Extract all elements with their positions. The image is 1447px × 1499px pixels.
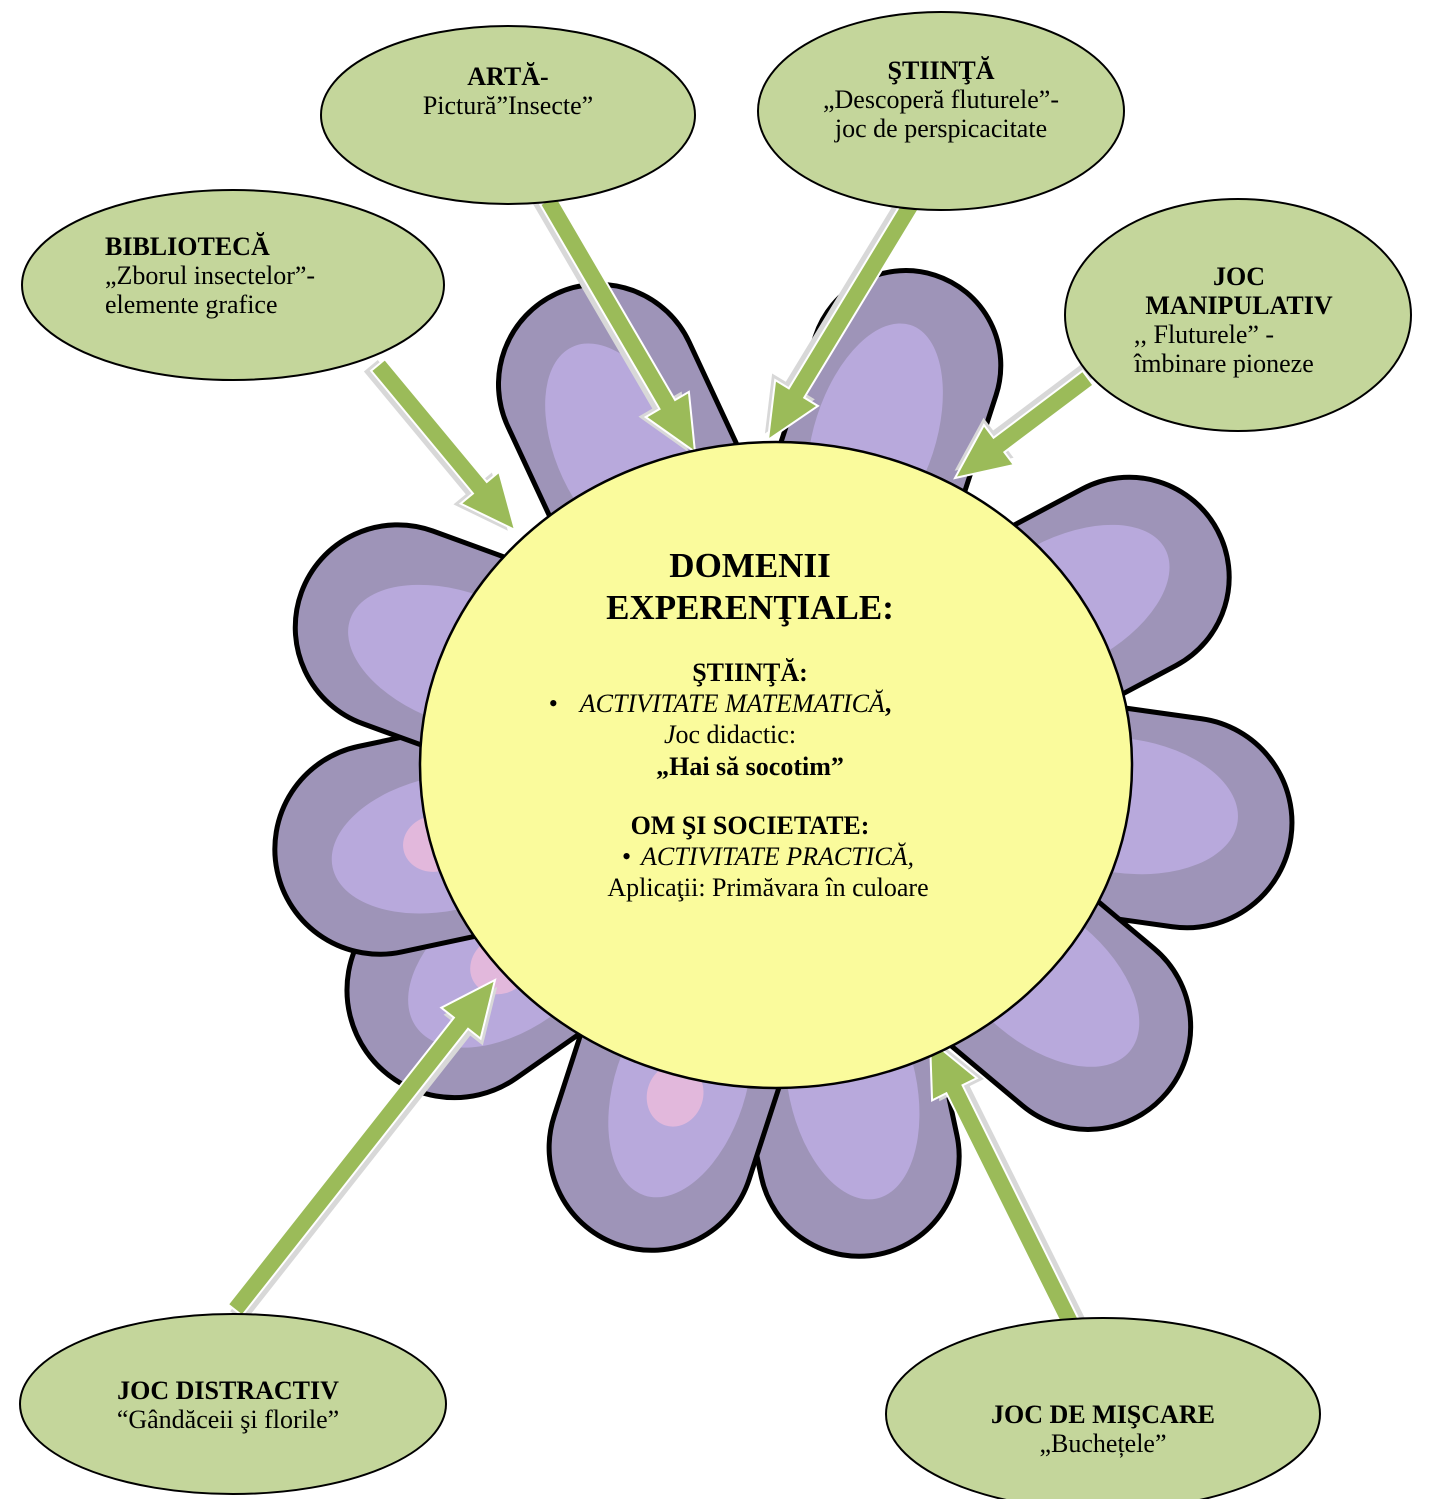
node-arta-text: Pictură”Insecte” [422,91,594,121]
node-joc-manipulativ-title1: JOC [1213,262,1265,291]
node-stiinta-title: ŞTIINŢĂ [887,56,995,85]
activity-practical-line: • ACTIVITATE PRACTICĂ, [506,841,1030,872]
bubble-joc-manipulativ [1064,198,1412,432]
node-joc-distractiv-title: JOC DISTRACTIV [117,1376,339,1405]
arrow-body [369,357,517,532]
activity-math-line: •ACTIVITATE MATEMATICĂ, [548,689,892,719]
node-joc-manipulativ: JOC MANIPULATIV ,, Fluturele” - îmbinare… [1100,262,1378,396]
node-biblioteca-text2: elemente grafice [105,290,278,320]
node-joc-manipulativ-text2: îmbinare pioneze [1134,349,1314,379]
arrow [928,1037,1091,1338]
node-biblioteca: BIBLIOTECĂ „Zborul insectelor”- elemente… [60,232,435,319]
activity-math: ACTIVITATE MATEMATICĂ [579,689,885,719]
arrows [226,181,1095,1338]
node-stiinta: ŞTIINŢĂ „Descoperă fluturele”- joc de pe… [790,56,1092,143]
node-joc-de-miscare-text: „Buchețele” [1039,1429,1167,1459]
center-text-block: DOMENII EXPERENŢIALE: ŞTIINŢĂ: • ACTIVITA… [470,545,1030,903]
arrow-body [538,194,697,455]
node-biblioteca-text1: „Zborul insectelor”- [105,261,316,291]
node-joc-manipulativ-title2: MANIPULATIV [1145,291,1333,321]
arrow-body [953,369,1095,480]
center-title-line1: DOMENII [669,546,831,585]
bubble-biblioteca [21,189,445,381]
area-om-societate-title: OM ŞI SOCIETATE: [630,810,870,840]
area-stiinta-title: ŞTIINŢĂ: [692,658,808,687]
applications: Aplicaţii: Primăvara în culoare [607,873,929,903]
node-joc-manipulativ-text1: ,, Fluturele” - [1134,320,1275,350]
arrow-body [226,978,497,1317]
node-stiinta-text1: „Descoperă fluturele”- [822,85,1060,115]
arrow [953,363,1095,480]
node-joc-distractiv: JOC DISTRACTIV “Gândăceii şi florile” [60,1376,396,1434]
game-type-line: Joc didactic: [663,720,797,750]
node-biblioteca-title: BIBLIOTECĂ [105,232,270,261]
arrow [363,357,517,532]
node-joc-de-miscare: JOC DE MIŞCARE „Buchețele” [930,1400,1276,1458]
arrow [764,181,928,443]
arrow-body [928,1037,1085,1338]
node-joc-distractiv-text: “Gândăceii şi florile” [116,1405,340,1435]
arrow [226,978,498,1323]
bubble-stiinta [757,11,1125,211]
node-arta-title: ARTĂ- [467,62,549,91]
arrow [533,194,697,455]
bubble-joc-distractiv [19,1313,447,1495]
center-title-line2: EXPERENŢIALE: [606,588,894,627]
node-stiinta-text2: joc de perspicacitate [834,114,1048,144]
node-joc-de-miscare-title: JOC DE MIŞCARE [991,1400,1215,1429]
activity-practical: ACTIVITATE PRACTICĂ, [641,841,915,871]
bullet-icon: • [548,689,558,719]
arrow-body [766,186,928,443]
bubble-joc-de-miscare [885,1317,1321,1499]
center-circle [418,440,1134,1090]
bullet-icon: • [621,841,632,871]
bubble-arta [320,25,696,205]
game-name: „Hai să socotim” [656,751,844,781]
node-arta: ARTĂ- Pictură”Insecte” [355,62,661,120]
